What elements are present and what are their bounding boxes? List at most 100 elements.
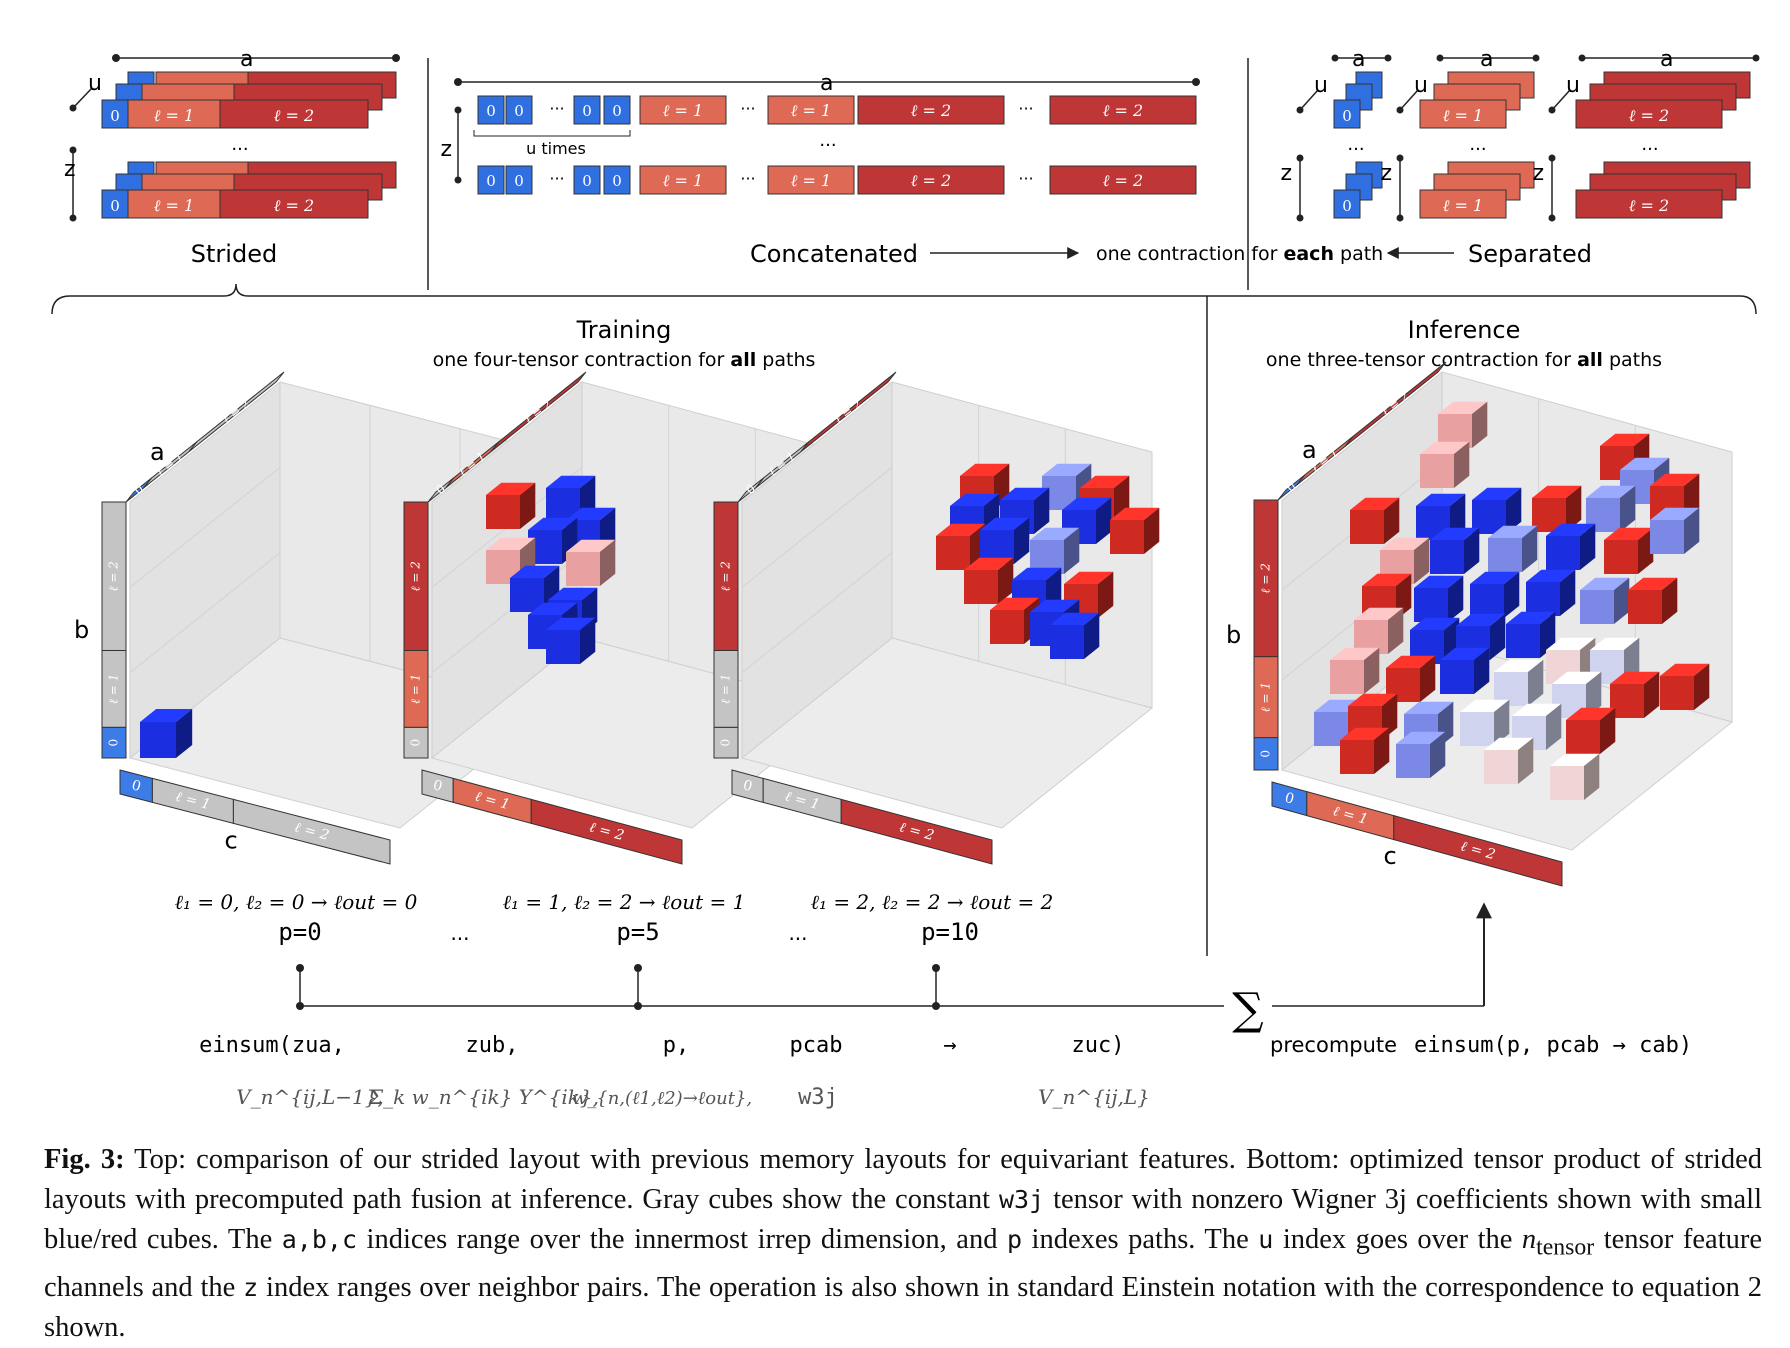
svg-text:ℓ = 2: ℓ = 2 — [1629, 196, 1669, 215]
math-4: V_n^{ij,L} — [1038, 1085, 1150, 1109]
coefficient-cube — [1580, 577, 1630, 624]
axis-c-label: c — [1384, 842, 1397, 870]
inference-subtitle: one three-tensor contraction for all pat… — [1266, 349, 1662, 371]
coefficient-cube — [1566, 707, 1616, 754]
coefficient-cube — [1030, 527, 1080, 574]
precompute-label: precompute — [1270, 1033, 1397, 1057]
strided-label: Strided — [191, 240, 277, 268]
svg-text:0: 0 — [110, 197, 120, 215]
axis-b-label: b — [74, 616, 89, 644]
coefficient-cube — [1440, 647, 1490, 694]
svg-text:0: 0 — [486, 172, 496, 190]
svg-text:0: 0 — [107, 739, 121, 747]
svg-text:0: 0 — [612, 172, 622, 190]
svg-text:z: z — [1280, 161, 1292, 186]
svg-text:ℓ = 2: ℓ = 2 — [409, 561, 423, 591]
svg-text:ℓ = 1: ℓ = 1 — [409, 674, 423, 704]
axis-b-label: b — [1226, 621, 1241, 649]
axis-c-label: c — [225, 827, 238, 855]
svg-text:0: 0 — [431, 777, 444, 795]
svg-text:0: 0 — [514, 172, 524, 190]
coefficient-cube — [566, 539, 616, 586]
inference-title: Inference — [1408, 316, 1521, 344]
separated-label: Separated — [1468, 240, 1592, 268]
math-2: w_{n,(ℓ1,ℓ2)→ℓout}, — [572, 1088, 752, 1109]
caption-label: Fig. 3: — [44, 1144, 125, 1175]
strided-stack-upper: 0 ℓ = 1 ℓ = 2 — [101, 71, 397, 129]
coefficient-cube — [1414, 575, 1464, 622]
svg-text:···: ··· — [549, 169, 564, 188]
coefficient-cube — [1396, 731, 1446, 778]
coefficient-cube — [964, 557, 1014, 604]
concatenated-label: Concatenated — [750, 240, 918, 268]
einsum-token-5: zuc) — [1072, 1033, 1125, 1058]
coefficient-cube — [1470, 571, 1520, 618]
coefficient-cube — [1050, 612, 1100, 659]
coefficient-cube — [1650, 507, 1700, 554]
svg-text:ℓ = 2: ℓ = 2 — [107, 561, 121, 591]
panel-p10: 0ℓ = 1ℓ = 20ℓ = 1ℓ = 20ℓ = 1ℓ = 2 — [713, 371, 1160, 865]
coefficient-cube — [1494, 659, 1544, 706]
svg-text:...: ... — [1641, 134, 1658, 155]
svg-text:...: ... — [819, 130, 836, 151]
svg-text:ℓ = 1: ℓ = 1 — [663, 101, 703, 120]
svg-text:ℓ = 2: ℓ = 2 — [1259, 563, 1273, 593]
svg-text:...: ... — [1347, 134, 1364, 155]
coefficient-cube — [1340, 727, 1390, 774]
svg-text:...: ... — [1469, 134, 1486, 155]
strided-axis-a: a — [240, 47, 253, 72]
coefficient-cube — [980, 517, 1030, 564]
figure-caption: Fig. 3: Top: comparison of our strided l… — [44, 1144, 1763, 1343]
svg-text:0: 0 — [582, 172, 592, 190]
svg-text:0: 0 — [1259, 750, 1273, 758]
coefficient-cube — [1526, 569, 1576, 616]
svg-text:0: 0 — [486, 102, 496, 120]
training-section: Training one four-tensor contraction for… — [433, 316, 816, 371]
contraction-note: one contraction for each path — [1096, 243, 1383, 265]
coefficient-cube — [1550, 753, 1600, 800]
axis-a-label: a — [150, 438, 165, 466]
svg-text:a: a — [1352, 47, 1365, 72]
svg-text:ℓ = 1: ℓ = 1 — [1443, 196, 1483, 215]
svg-text:a: a — [1480, 47, 1493, 72]
math-0: V_n^{ij,L−1}, — [236, 1085, 384, 1109]
concat-row-2: ··· ··· ··· 0 0 0 0 ℓ = 1 ℓ = 1 ℓ = 2 ℓ … — [477, 165, 1197, 195]
concat-row-1: ··· ··· ··· 0 0 0 0 ℓ = 1 ℓ = 1 ℓ = 2 ℓ … — [477, 95, 1197, 125]
p-label-10: p=10 — [921, 918, 979, 946]
coefficient-cube — [1110, 507, 1160, 554]
path-eq-0: ℓ₁ = 0, ℓ₂ = 0 → ℓout = 0 — [175, 890, 418, 914]
svg-text:...: ... — [788, 921, 807, 945]
path-eq-10: ℓ₁ = 2, ℓ₂ = 2 → ℓout = 2 — [811, 890, 1054, 914]
svg-text:ℓ = 1: ℓ = 1 — [791, 171, 831, 190]
svg-text:0: 0 — [514, 102, 524, 120]
svg-text:···: ··· — [549, 99, 564, 118]
svg-text:ℓ = 1: ℓ = 1 — [791, 101, 831, 120]
coefficient-cube — [1546, 523, 1596, 570]
einsum-token-1: zub, — [466, 1033, 519, 1058]
svg-text:···: ··· — [740, 99, 755, 118]
training-subtitle: one four-tensor contraction for all path… — [433, 349, 816, 371]
math-3: w3j — [798, 1085, 838, 1110]
strided-axis-z: z — [64, 157, 76, 182]
svg-text:u: u — [1566, 73, 1580, 98]
coefficient-cube — [546, 617, 596, 664]
coefficient-cube — [140, 709, 193, 758]
svg-text:ℓ = 1: ℓ = 1 — [719, 674, 733, 704]
svg-text:a: a — [1660, 47, 1673, 72]
svg-text:0: 0 — [741, 777, 754, 795]
einsum-token-4: → — [943, 1033, 956, 1058]
concat-axis-a: a — [820, 71, 833, 96]
svg-text:u: u — [1414, 73, 1428, 98]
brace — [51, 283, 1757, 315]
coefficient-cube — [1354, 607, 1404, 654]
svg-text:0: 0 — [110, 107, 120, 125]
svg-text:0: 0 — [582, 102, 592, 120]
svg-text:ℓ = 2: ℓ = 2 — [911, 101, 951, 120]
svg-text:ℓ = 2: ℓ = 2 — [1629, 106, 1669, 125]
svg-text:0: 0 — [719, 739, 733, 747]
svg-text:u: u — [1314, 73, 1328, 98]
einsum-token-0: einsum(zua, — [199, 1033, 345, 1058]
training-title: Training — [576, 316, 672, 344]
coefficient-cube — [1460, 699, 1510, 746]
